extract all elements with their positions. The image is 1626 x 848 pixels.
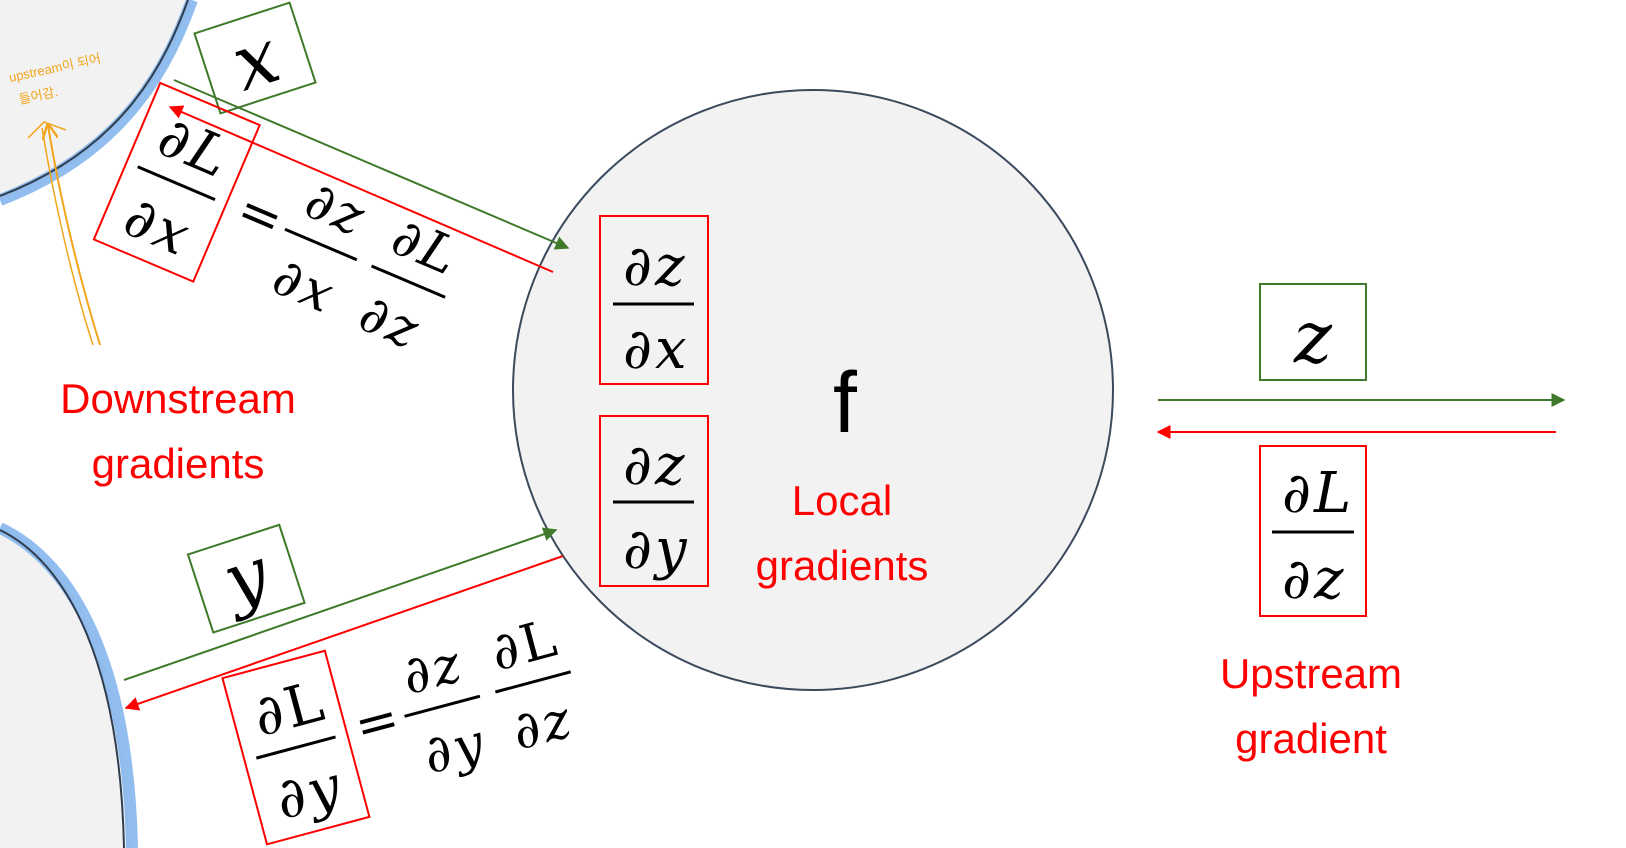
- dL-dz-factor-x: ∂ L ∂ z: [351, 207, 466, 361]
- x-variable: x: [221, 10, 289, 108]
- y-input-box: y: [186, 523, 306, 634]
- upstream-gradient-label-line1: Upstream: [1220, 650, 1402, 697]
- local-gradient-dz-dx: ∂ z ∂ x: [599, 215, 709, 385]
- downstream-gradient-dL-dy: ∂ L ∂ y: [221, 649, 371, 846]
- svg-text:z: z: [654, 234, 685, 299]
- neighbor-node-bottom: [0, 522, 138, 848]
- local-gradients-label-line2: gradients: [756, 542, 929, 589]
- downstream-gradient-y-equation: ∂ L ∂ y = ∂ z ∂ y ∂ L ∂ z: [221, 609, 578, 846]
- svg-text:∂: ∂: [623, 317, 652, 382]
- local-gradient-dz-dy: ∂ z ∂ y: [599, 415, 709, 587]
- x-input-box: x: [193, 1, 317, 115]
- y-variable: y: [210, 530, 279, 624]
- backward-arrow-x: [168, 105, 554, 273]
- z-output-box: z: [1259, 283, 1367, 381]
- svg-text:∂: ∂: [1282, 461, 1311, 526]
- upstream-gradient-label-line2: gradient: [1235, 715, 1387, 762]
- equals-sign-x: =: [228, 179, 292, 251]
- downstream-gradients-label-line2: gradients: [92, 440, 265, 487]
- svg-text:z: z: [1313, 547, 1344, 612]
- handwritten-arrow: [48, 125, 101, 346]
- svg-text:y: y: [652, 517, 688, 582]
- svg-text:x: x: [655, 317, 687, 382]
- function-node: [512, 89, 1114, 691]
- downstream-gradient-x-equation: ∂ L ∂ x = ∂ z ∂ x ∂ L ∂ z: [92, 81, 466, 361]
- function-label: f: [833, 355, 858, 451]
- backward-arrow-y: [124, 555, 564, 711]
- svg-text:L: L: [1313, 461, 1351, 526]
- local-gradients-label-line1: Local: [792, 477, 892, 524]
- dz-dy-factor: ∂ z ∂ y: [396, 634, 491, 786]
- svg-text:∂: ∂: [623, 433, 652, 498]
- forward-arrow-y: [123, 527, 558, 681]
- upstream-gradient-dL-dz: ∂ L ∂ z: [1259, 445, 1367, 617]
- svg-text:z: z: [654, 433, 685, 498]
- downstream-gradients-label-line1: Downstream: [60, 375, 296, 422]
- neighbor-node-top: [0, 0, 198, 206]
- svg-text:∂: ∂: [1282, 547, 1311, 612]
- z-variable: z: [1293, 295, 1333, 379]
- dL-dz-factor-y: ∂ L ∂ z: [485, 609, 578, 763]
- svg-text:∂: ∂: [623, 234, 652, 299]
- svg-text:∂: ∂: [623, 517, 652, 582]
- equals-sign-y: =: [348, 688, 406, 757]
